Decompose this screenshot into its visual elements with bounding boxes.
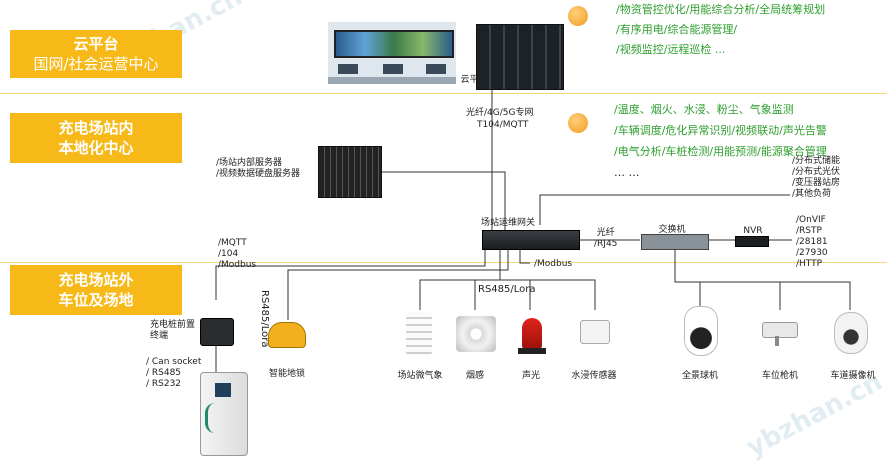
charger-ports: / Can socket / RS485 / RS232 <box>146 357 201 390</box>
switch-device-icon <box>641 234 709 250</box>
water-sensor-icon <box>580 320 610 344</box>
nvr-device-icon <box>735 236 769 247</box>
charging-pile-icon <box>200 372 248 456</box>
zone-outside-line1: 充电场站外 <box>58 271 134 289</box>
energy-label-line: /分布式储能 <box>792 156 841 166</box>
charger-terminal-line: 终端 <box>150 331 169 341</box>
separator-cloud-local <box>0 93 887 94</box>
local-feature-line: … … <box>614 166 640 179</box>
cloud-platform-label: 云平台 <box>460 75 488 85</box>
parking-lock-icon <box>268 322 306 348</box>
bullet-camera-label: 车位枪机 <box>761 371 798 381</box>
nvr-protocols: /OnVIF /RSTP /28181 /27930 /HTTP <box>796 215 828 270</box>
nvr-protocol: /HTTP <box>796 259 823 269</box>
nvr-protocol: /27930 <box>796 248 828 258</box>
rs485-horizontal-label: RS485/Lora <box>478 284 536 295</box>
alarm-light-label: 声光 <box>521 371 540 381</box>
water-sensor-label: 水浸传感器 <box>571 371 617 381</box>
nvr-protocol: /OnVIF <box>796 215 826 225</box>
charger-terminal-line: 充电桩前置 <box>150 320 196 330</box>
left-protocol: /MQTT <box>218 238 247 248</box>
local-feature-dot-icon <box>568 113 588 133</box>
zone-outside-line2: 车位及场地 <box>58 291 134 309</box>
separator-local-outside <box>0 262 887 263</box>
alarm-light-icon <box>522 318 542 348</box>
nvr-protocol: /28181 <box>796 237 828 247</box>
charger-port: / RS232 <box>146 379 182 389</box>
server-label-line: /场站内部服务器 <box>216 158 283 168</box>
cloud-feature-dot-icon <box>568 6 588 26</box>
blade-server-icon <box>318 146 382 198</box>
zone-cloud-line2: 国网/社会运营中心 <box>33 55 159 73</box>
bullet-camera-icon <box>762 322 798 338</box>
parking-lock-label: 智能地锁 <box>268 369 305 379</box>
fiber-label-line: /RJ45 <box>594 239 618 249</box>
zone-cloud-line1: 云平台 <box>73 35 119 53</box>
charger-port: / RS485 <box>146 368 182 378</box>
gateway-label: 场站运维网关 <box>480 218 535 228</box>
zone-local-line2: 本地化中心 <box>58 139 134 157</box>
left-protocols: /MQTT /104 /Modbus <box>218 238 256 271</box>
charger-port: / Can socket <box>146 357 202 367</box>
alarm-light-base <box>518 348 546 354</box>
nvr-label: NVR <box>743 226 763 236</box>
smoke-detector-icon <box>456 316 496 352</box>
dome-camera-label: 全景球机 <box>681 371 718 381</box>
link-label-protocol: T104/MQTT <box>477 120 529 130</box>
local-feature-line: /车辆调度/危化异常识别/视频联动/声光告警 <box>614 124 827 137</box>
cloud-feature-line: /有序用电/综合能源管理/ <box>616 23 738 36</box>
server-labels: /场站内部服务器 /视频数据硬盘服务器 <box>216 158 300 180</box>
energy-label-line: /其他负荷 <box>792 189 832 199</box>
left-protocol: /Modbus <box>218 260 257 270</box>
weather-station-label: 场站微气象 <box>397 371 443 381</box>
energy-labels: /分布式储能 /分布式光伏 /变压器站房 /其他负荷 <box>792 156 840 200</box>
cloud-server-rack-icon <box>476 24 564 90</box>
zone-label-cloud: 云平台 国网/社会运营中心 <box>10 30 182 78</box>
local-feature-line: /电气分析/车桩检测/用能预测/能源聚合管理 <box>614 145 827 158</box>
charger-terminal-icon <box>200 318 234 346</box>
local-feature-line: /温度、烟火、水浸、粉尘、气象监测 <box>614 103 794 116</box>
weather-station-icon <box>406 312 432 356</box>
cloud-feature-line: /物资管控优化/用能综合分析/全局统筹规划 <box>616 3 826 16</box>
zone-label-local: 充电场站内 本地化中心 <box>10 113 182 163</box>
road-camera-label: 车道摄像机 <box>830 371 876 381</box>
zone-local-line1: 充电场站内 <box>58 119 134 137</box>
dome-camera-icon <box>684 306 718 356</box>
energy-label-line: /变压器站房 <box>792 178 841 188</box>
smoke-detector-label: 烟感 <box>465 371 484 381</box>
local-features: /温度、烟火、水浸、粉尘、气象监测 /车辆调度/危化异常识别/视频联动/声光告警… <box>614 102 882 181</box>
video-wall-image <box>328 22 456 84</box>
zone-label-outside: 充电场站外 车位及场地 <box>10 265 182 315</box>
modbus-label: /Modbus <box>534 259 573 269</box>
road-camera-icon <box>834 312 868 354</box>
switch-label: 交换机 <box>658 225 686 235</box>
gateway-device-icon <box>482 230 580 250</box>
server-label-line: /视频数据硬盘服务器 <box>216 169 301 179</box>
charger-terminal-label: 充电桩前置 终端 <box>150 320 195 342</box>
left-protocol: /104 <box>218 249 239 259</box>
nvr-protocol: /RSTP <box>796 226 822 236</box>
cloud-features: /物资管控优化/用能综合分析/全局统筹规划 /有序用电/综合能源管理/ /视频监… <box>616 2 884 58</box>
bullet-camera-mount <box>775 336 779 346</box>
fiber-label: 光纤 /RJ45 <box>594 228 617 250</box>
fiber-label-line: 光纤 <box>596 228 615 238</box>
energy-label-line: /分布式光伏 <box>792 167 841 177</box>
cloud-feature-line: /视频监控/远程巡检 ... <box>616 43 726 56</box>
link-label-network: 光纤/4G/5G专网 <box>466 108 534 118</box>
